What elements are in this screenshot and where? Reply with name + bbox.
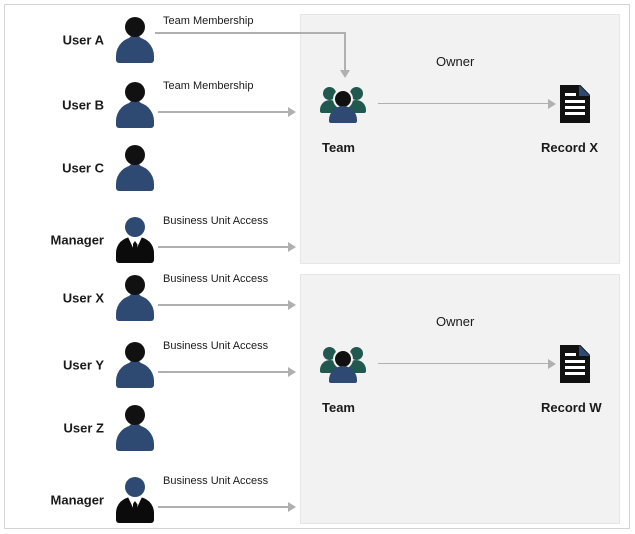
actor-label: Manager bbox=[50, 492, 104, 508]
person-body bbox=[116, 362, 154, 388]
record-label-x: Record X bbox=[541, 140, 599, 155]
person-head bbox=[125, 405, 145, 425]
person-body bbox=[116, 37, 154, 63]
manager-tie bbox=[132, 501, 138, 517]
actor-label: User Z bbox=[63, 420, 104, 436]
actor-label: User C bbox=[62, 160, 104, 176]
record-line bbox=[565, 360, 585, 363]
team-member-right-head bbox=[350, 347, 363, 360]
owner-label-top: Owner bbox=[436, 54, 475, 69]
manager-icon bbox=[115, 477, 155, 523]
connector-label: Business Unit Access bbox=[163, 475, 269, 487]
person-head bbox=[125, 145, 145, 165]
person-head bbox=[125, 82, 145, 102]
record-label-w: Record W bbox=[541, 400, 602, 415]
user-icon bbox=[115, 17, 155, 63]
manager-tie bbox=[132, 241, 138, 257]
owner-arrowhead-top bbox=[548, 99, 556, 109]
record-line bbox=[565, 353, 576, 356]
team-label-bottom: Team bbox=[322, 400, 355, 415]
connector-arrowhead bbox=[288, 300, 296, 310]
connector-arrowhead bbox=[288, 242, 296, 252]
connector-arrowhead bbox=[288, 107, 296, 117]
user-icon bbox=[115, 82, 155, 128]
connector-line-vertical bbox=[344, 32, 346, 70]
actor-row[interactable]: User C bbox=[0, 140, 300, 196]
actor-row[interactable]: User Y bbox=[0, 337, 300, 393]
connector-label: Business Unit Access bbox=[163, 340, 269, 352]
team-label-top: Team bbox=[322, 140, 355, 155]
person-body bbox=[116, 102, 154, 128]
actor-row[interactable]: User B bbox=[0, 77, 300, 133]
connector-line bbox=[158, 304, 290, 306]
team-member-right-head bbox=[350, 87, 363, 100]
record-line bbox=[565, 106, 585, 109]
owner-arrow-top bbox=[378, 103, 550, 104]
team-icon-top bbox=[320, 85, 366, 123]
record-line bbox=[565, 372, 585, 375]
record-sheet-w bbox=[560, 345, 590, 383]
team-member-left-head bbox=[323, 87, 336, 100]
person-head bbox=[125, 217, 145, 237]
actor-row[interactable]: User A bbox=[0, 12, 300, 68]
person-body bbox=[116, 295, 154, 321]
owner-arrow-bottom bbox=[378, 363, 550, 364]
connector-arrowhead bbox=[288, 367, 296, 377]
team-icon-bottom bbox=[320, 345, 366, 383]
team-member-center-head bbox=[335, 351, 351, 367]
user-icon bbox=[115, 145, 155, 191]
connector-arrowhead bbox=[288, 502, 296, 512]
connector-label: Team Membership bbox=[163, 15, 254, 27]
team-member-left-head bbox=[323, 347, 336, 360]
actor-label: User X bbox=[62, 290, 104, 306]
record-line bbox=[565, 112, 585, 115]
connector-label: Team Membership bbox=[163, 80, 254, 92]
owner-label-bottom: Owner bbox=[436, 314, 475, 329]
connector-label: Business Unit Access bbox=[163, 273, 269, 285]
person-head bbox=[125, 275, 145, 295]
connector-line bbox=[158, 246, 290, 248]
person-head bbox=[125, 477, 145, 497]
actor-row[interactable]: User Z bbox=[0, 400, 300, 456]
manager-icon bbox=[115, 217, 155, 263]
team-member-center-body bbox=[329, 366, 357, 383]
user-icon bbox=[115, 342, 155, 388]
user-icon bbox=[115, 405, 155, 451]
record-icon-w bbox=[560, 345, 590, 383]
connector-line-horizontal bbox=[155, 32, 345, 34]
user-icon bbox=[115, 275, 155, 321]
connector-line bbox=[158, 506, 290, 508]
panel-team-record-w bbox=[300, 274, 620, 524]
person-head bbox=[125, 17, 145, 37]
connector-arrowhead bbox=[340, 70, 350, 78]
connector-line bbox=[158, 371, 290, 373]
team-member-center-body bbox=[329, 106, 357, 123]
actor-row[interactable]: Manager bbox=[0, 472, 300, 528]
record-icon-x bbox=[560, 85, 590, 123]
panel-team-record-x bbox=[300, 14, 620, 264]
actor-label: User A bbox=[62, 32, 104, 48]
person-body bbox=[116, 425, 154, 451]
actor-row[interactable]: Manager bbox=[0, 212, 300, 268]
person-head bbox=[125, 342, 145, 362]
connector-label: Business Unit Access bbox=[163, 215, 269, 227]
actor-row[interactable]: User X bbox=[0, 270, 300, 326]
actor-label: Manager bbox=[50, 232, 104, 248]
owner-arrowhead-bottom bbox=[548, 359, 556, 369]
record-sheet-x bbox=[560, 85, 590, 123]
record-line bbox=[565, 100, 585, 103]
actor-label: User Y bbox=[63, 357, 104, 373]
person-body bbox=[116, 165, 154, 191]
actor-label: User B bbox=[62, 97, 104, 113]
connector-line bbox=[158, 111, 290, 113]
record-line bbox=[565, 93, 576, 96]
record-line bbox=[565, 366, 585, 369]
team-member-center-head bbox=[335, 91, 351, 107]
record-fold-w bbox=[579, 345, 590, 356]
record-fold-x bbox=[579, 85, 590, 96]
